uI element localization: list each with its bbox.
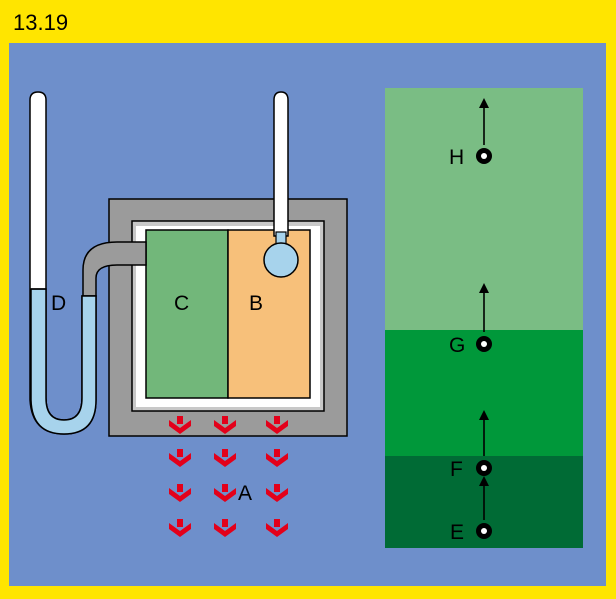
red-arrow-0-1: [214, 416, 236, 434]
label-c: C: [174, 292, 189, 315]
point-g: [476, 336, 492, 352]
up-arrow-h-head: [479, 98, 489, 108]
red-arrow-0-0: [169, 416, 191, 434]
thermometer-stem: [273, 91, 289, 237]
figure-number: 13.19: [13, 10, 69, 35]
point-e: [476, 523, 492, 539]
red-arrow-grid: [169, 416, 288, 537]
point-h: [476, 148, 492, 164]
red-arrow-1-2: [266, 449, 288, 467]
label-b: B: [249, 292, 263, 315]
red-arrow-3-2: [266, 519, 288, 537]
red-arrow-2-2: [266, 484, 288, 502]
label-a: A: [238, 482, 252, 505]
red-arrow-1-0: [169, 449, 191, 467]
red-arrow-3-1: [214, 519, 236, 537]
red-arrow-2-0: [169, 484, 191, 502]
red-arrow-0-2: [266, 416, 288, 434]
label-e: E: [450, 521, 464, 544]
red-arrow-3-0: [169, 519, 191, 537]
up-arrow-e-head: [479, 476, 489, 486]
up-arrow-g-head: [479, 283, 489, 293]
label-g: G: [449, 334, 465, 357]
red-arrow-1-1: [214, 449, 236, 467]
u-tube-fluid: [30, 288, 97, 435]
label-f: F: [450, 458, 463, 481]
up-arrow-set: [479, 98, 489, 520]
up-arrow-f-head: [479, 410, 489, 420]
thermometer-bulb: [263, 242, 299, 278]
point-f: [476, 460, 492, 476]
label-d: D: [51, 292, 66, 315]
red-arrow-2-1: [214, 484, 236, 502]
label-h: H: [449, 146, 464, 169]
